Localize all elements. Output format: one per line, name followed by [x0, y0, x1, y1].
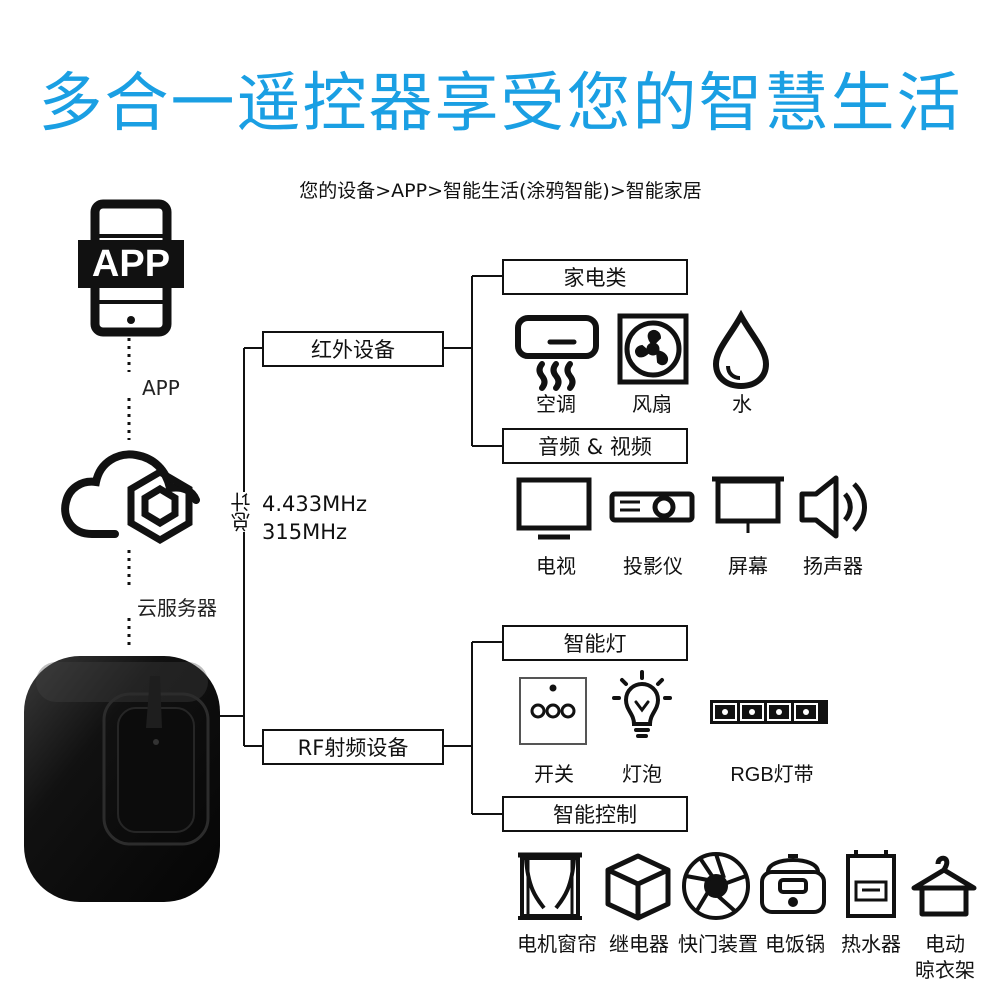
item-label: 电动	[925, 932, 965, 956]
item-label: 空调	[536, 392, 576, 416]
ir-devices-box: 红外设备	[262, 331, 444, 367]
item-label: 开关	[534, 762, 574, 786]
av-category-box: 音频 & 视频	[502, 428, 688, 464]
page-title: 多合一遥控器享受您的智慧生活	[38, 67, 963, 141]
rf-devices-box: RF射频设备	[262, 729, 444, 765]
item-label: 晾衣架	[915, 958, 975, 982]
freq-vertical-label: 总计	[230, 492, 254, 532]
item-label: 灯泡	[622, 762, 662, 786]
light-category-box: 智能灯	[502, 625, 688, 661]
item-label: 快门装置	[678, 932, 758, 956]
freq-1: 4.433MHz	[262, 492, 368, 516]
item-label: 电机窗帘	[517, 932, 597, 956]
item-label: 热水器	[841, 932, 901, 956]
freq-2: 315MHz	[262, 520, 348, 544]
item-label: 电饭锅	[765, 932, 825, 956]
item-label: 屏幕	[728, 554, 768, 578]
item-label: 电视	[536, 554, 576, 578]
appliance-category-box: 家电类	[502, 259, 688, 295]
app-label: APP	[142, 376, 180, 400]
item-label: 水	[732, 392, 752, 416]
item-label: RGB灯带	[730, 764, 814, 786]
item-label: 风扇	[632, 392, 672, 416]
cloud-label: 云服务器	[137, 596, 217, 620]
item-label: 继电器	[609, 932, 669, 956]
item-label: 投影仪	[623, 554, 683, 578]
app-badge: APP	[91, 242, 171, 285]
item-label: 扬声器	[803, 554, 863, 578]
setup-path: 您的设备>APP>智能生活(涂鸦智能)>智能家居	[299, 180, 702, 202]
control-category-box: 智能控制	[502, 796, 688, 832]
